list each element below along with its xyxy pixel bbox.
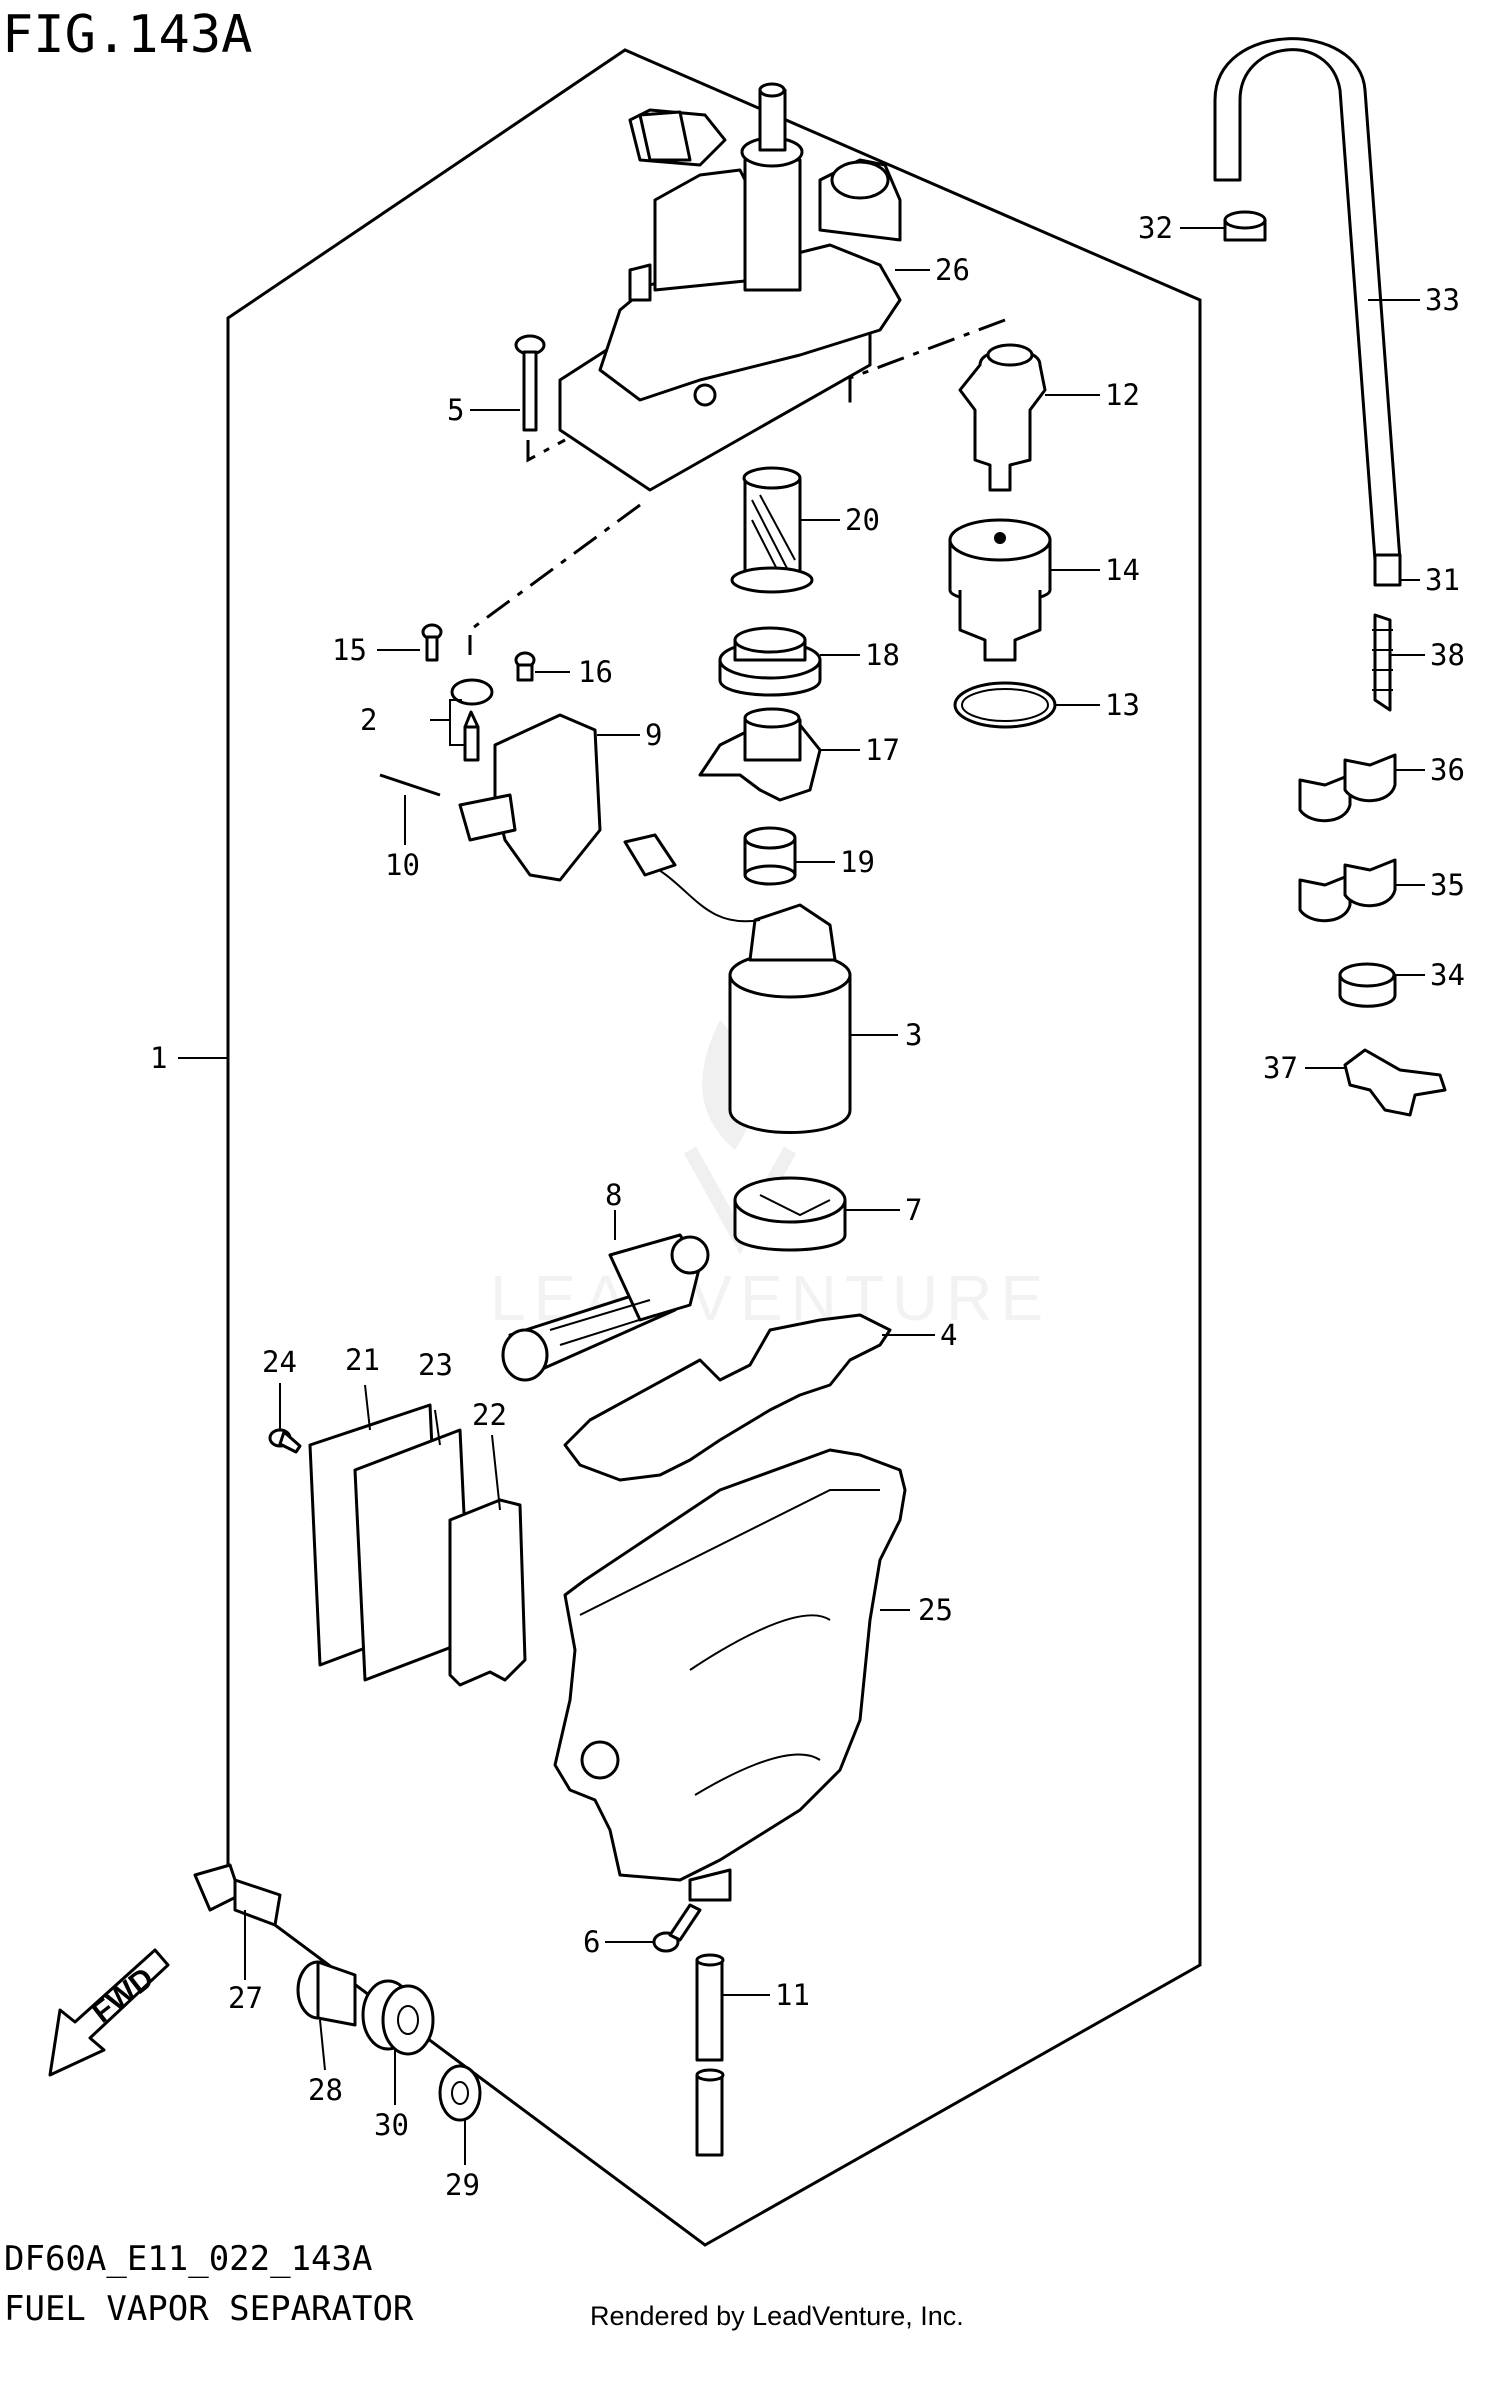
part-34-grommet[interactable]: [1338, 962, 1397, 1008]
model-code: DF60A_E11_022_143A: [4, 2239, 372, 2279]
callout-33: 33: [1425, 283, 1460, 317]
callout-22: 22: [472, 1398, 507, 1432]
callout-8: 8: [605, 1178, 622, 1212]
o-ring-inner: [961, 688, 1049, 722]
part-32-clip[interactable]: [1223, 210, 1267, 242]
callout-25: 25: [918, 1593, 953, 1627]
part-24-screw[interactable]: [268, 1428, 302, 1454]
callout-34: 34: [1430, 958, 1465, 992]
part-7-cushion[interactable]: [733, 1176, 847, 1252]
callout-9: 9: [645, 718, 662, 752]
part-38-fitting[interactable]: [1372, 613, 1393, 712]
part-15-screw[interactable]: [421, 623, 443, 662]
part-12-fitting[interactable]: [958, 343, 1047, 492]
callout-14: 14: [1105, 553, 1140, 587]
callout-35: 35: [1430, 868, 1465, 902]
part-6-screw[interactable]: [652, 1903, 702, 1953]
callout-2: 2: [360, 703, 377, 737]
callout-7: 7: [905, 1193, 922, 1227]
callout-leaders: [178, 227, 1425, 2165]
guide-line: [526, 438, 566, 463]
callout-30: 30: [374, 2108, 409, 2142]
callout-29: 29: [445, 2168, 480, 2202]
callout-11: 11: [775, 1978, 810, 2012]
part-10-pin[interactable]: [379, 773, 441, 797]
part-3-fuel-pump[interactable]: [623, 833, 852, 1134]
part-4-gasket[interactable]: [563, 1313, 892, 1482]
callout-38: 38: [1430, 638, 1465, 672]
part-22-gasket[interactable]: [448, 1498, 527, 1687]
callout-5: 5: [447, 393, 464, 427]
callout-27: 27: [228, 1981, 263, 2015]
callout-4: 4: [940, 1318, 957, 1352]
section-name: FUEL VAPOR SEPARATOR: [4, 2289, 414, 2329]
callout-17: 17: [865, 733, 900, 767]
render-credit: Rendered by LeadVenture, Inc.: [590, 2301, 964, 2331]
callout-36: 36: [1430, 753, 1465, 787]
callout-24: 24: [262, 1345, 297, 1379]
guide-line: [468, 503, 641, 655]
part-25-float-chamber[interactable]: [553, 1448, 907, 1902]
part-19-grommet[interactable]: [743, 826, 797, 886]
part-37-clip[interactable]: [1343, 1048, 1447, 1117]
part-9-float[interactable]: [458, 713, 602, 882]
callout-16: 16: [578, 655, 613, 689]
callout-20: 20: [845, 503, 880, 537]
callout-labels: 1 2 3 4 5 6 7 8 9 10 11 12 13 14 15 16 1…: [150, 211, 1465, 2202]
part-11-tube[interactable]: [695, 1953, 725, 2157]
part-8-strainer[interactable]: [501, 1233, 710, 1382]
part-27-bolt[interactable]: [193, 1863, 282, 1927]
part-2-needle-valve[interactable]: [450, 678, 494, 762]
callout-15: 15: [332, 633, 367, 667]
callout-10: 10: [385, 848, 420, 882]
callout-13: 13: [1105, 688, 1140, 722]
callout-21: 21: [345, 1343, 380, 1377]
part-29-washer[interactable]: [438, 2064, 482, 2122]
callout-31: 31: [1425, 563, 1460, 597]
fwd-arrow-icon: FWD: [48, 1948, 170, 2077]
part-20-filter[interactable]: [730, 466, 814, 594]
callout-12: 12: [1105, 378, 1140, 412]
part-31-hose-end[interactable]: [1373, 553, 1402, 587]
callout-19: 19: [840, 845, 875, 879]
callout-37: 37: [1263, 1051, 1298, 1085]
part-18-seat[interactable]: [718, 626, 822, 697]
part-36-clamp[interactable]: [1298, 753, 1397, 823]
part-16-screw[interactable]: [514, 651, 536, 682]
callout-6: 6: [583, 1925, 600, 1959]
part-14-chamber[interactable]: [948, 518, 1052, 662]
callout-18: 18: [865, 638, 900, 672]
callout-3: 3: [905, 1018, 922, 1052]
figure-title: FIG.143A: [2, 5, 252, 65]
part-35-clamp[interactable]: [1298, 858, 1397, 923]
callout-26: 26: [935, 253, 970, 287]
part-30-grommet[interactable]: [361, 1979, 435, 2056]
callout-32: 32: [1138, 211, 1173, 245]
callout-23: 23: [418, 1348, 453, 1382]
part-28-collar[interactable]: [296, 1960, 357, 2027]
part-17-bracket[interactable]: [698, 707, 822, 802]
part-33-hose[interactable]: [1213, 37, 1402, 562]
part-26-cover[interactable]: [558, 82, 902, 492]
callout-1: 1: [150, 1041, 167, 1075]
part-5-screw[interactable]: [514, 334, 546, 432]
callout-28: 28: [308, 2073, 343, 2107]
